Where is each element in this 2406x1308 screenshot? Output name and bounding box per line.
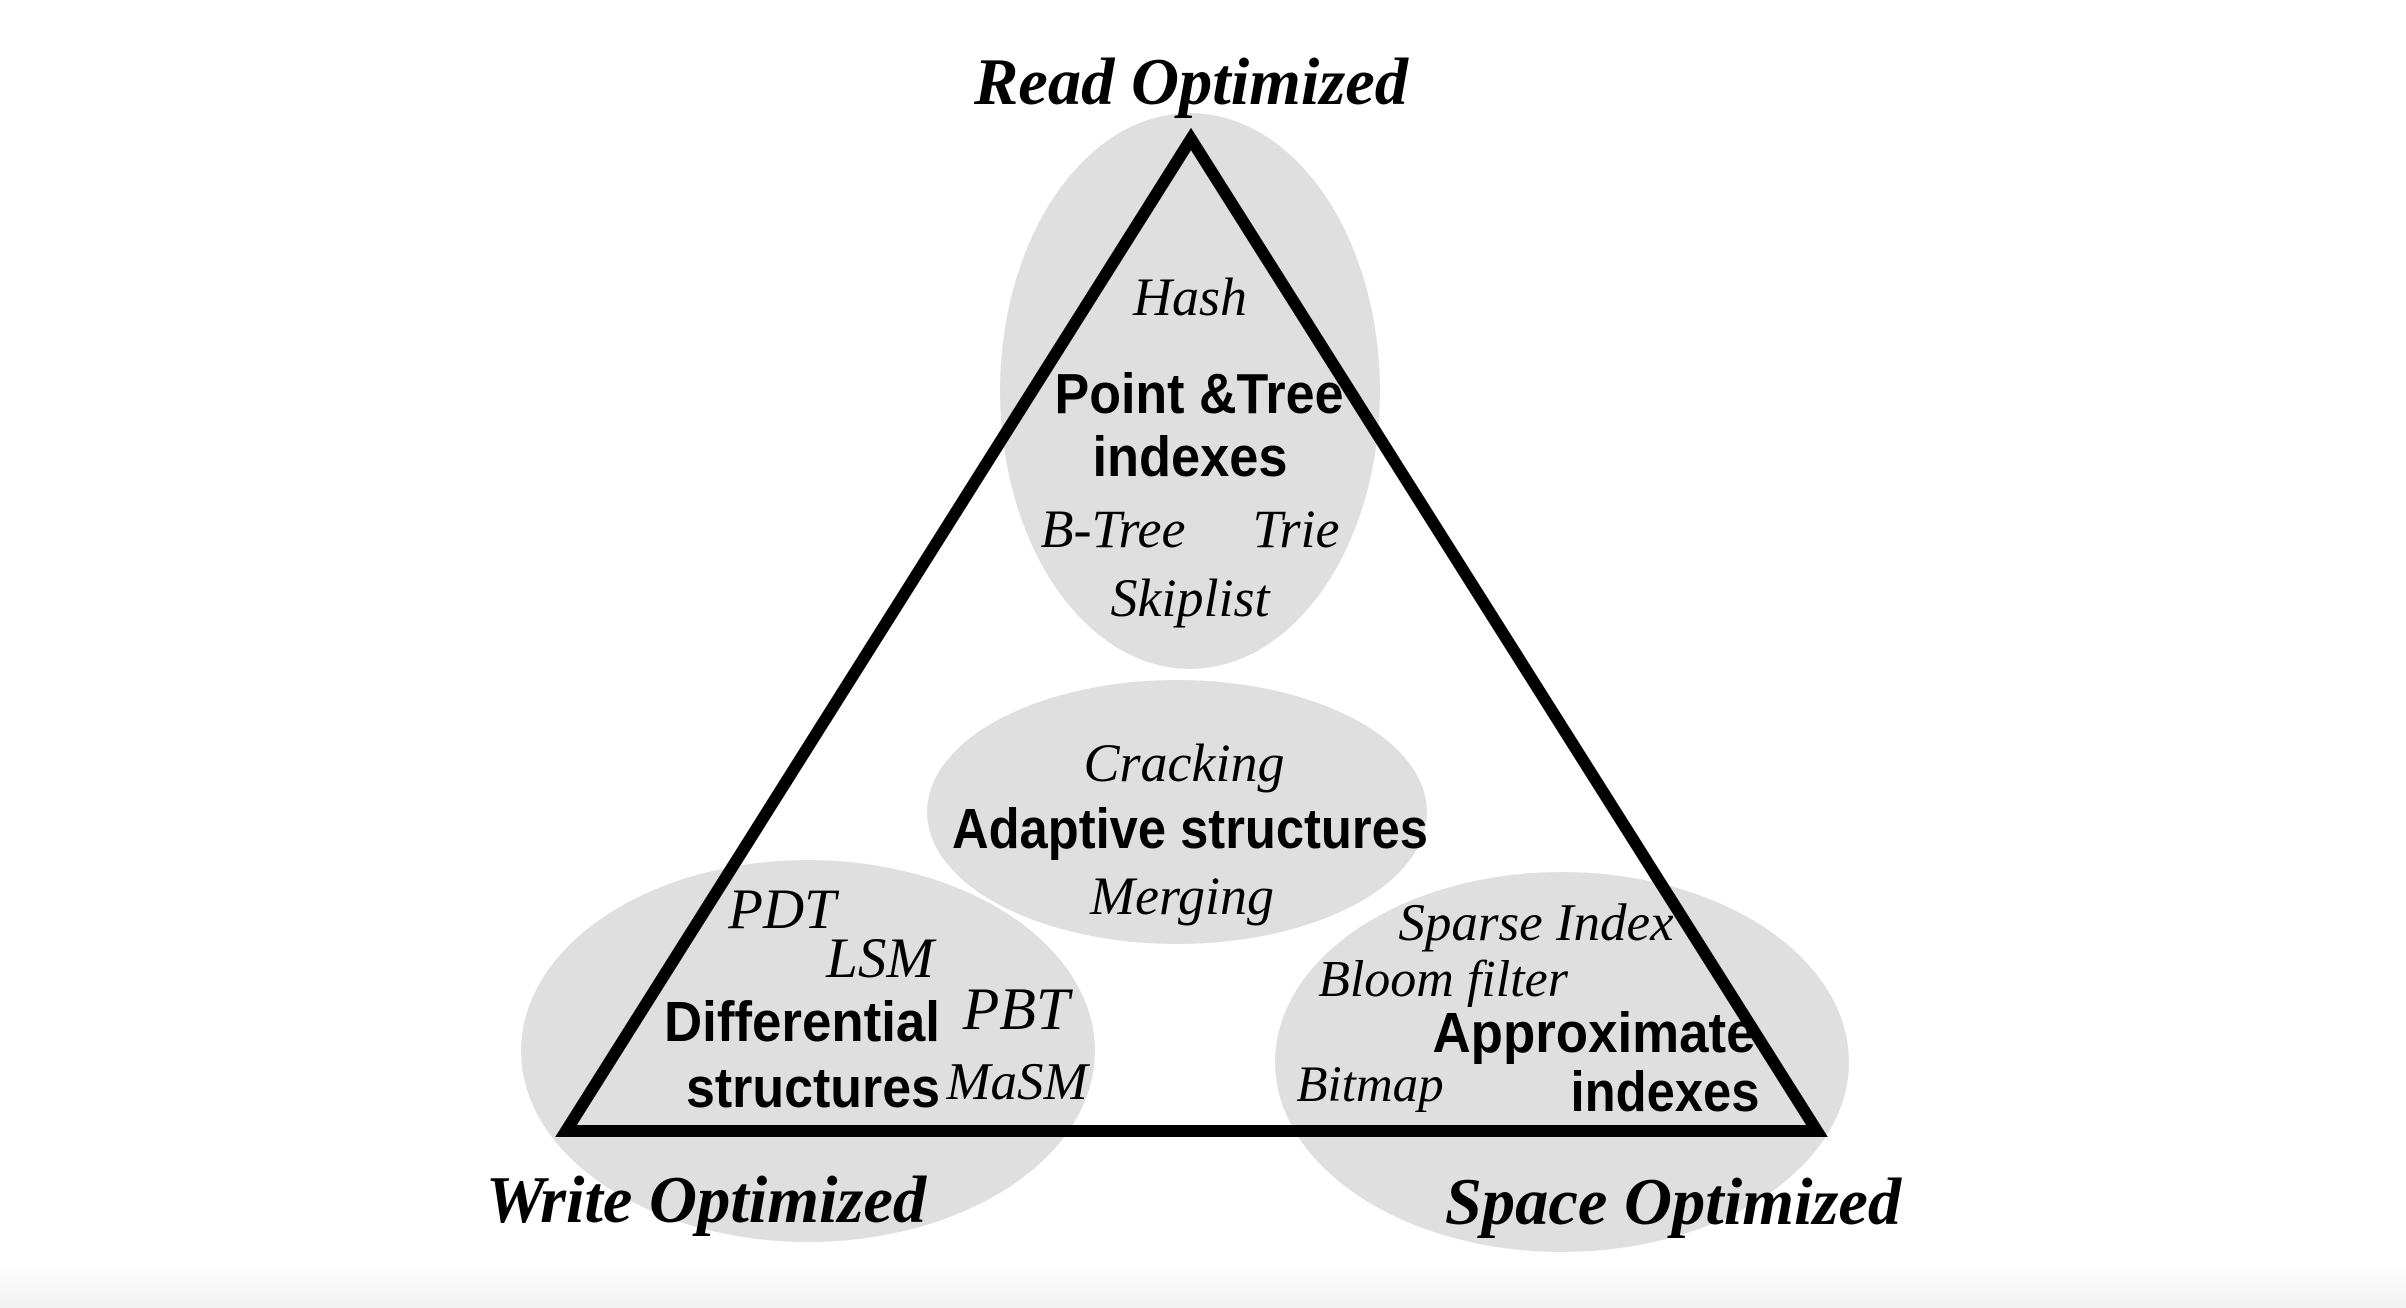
svg-text:Approximate: Approximate <box>1433 1001 1756 1065</box>
svg-text:B-Tree: B-Tree <box>1041 499 1186 559</box>
svg-text:structures: structures <box>686 1056 940 1120</box>
svg-text:Cracking: Cracking <box>1084 733 1285 793</box>
svg-text:Hash: Hash <box>1132 267 1247 327</box>
svg-text:Sparse Index: Sparse Index <box>1398 894 1674 952</box>
svg-text:Write Optimized: Write Optimized <box>486 1164 928 1237</box>
svg-text:Bitmap: Bitmap <box>1296 1057 1443 1113</box>
svg-text:Skiplist: Skiplist <box>1111 568 1272 628</box>
svg-text:Adaptive structures: Adaptive structures <box>952 797 1428 861</box>
svg-text:indexes: indexes <box>1571 1060 1760 1124</box>
svg-text:Trie: Trie <box>1252 499 1339 559</box>
svg-text:LSM: LSM <box>825 927 937 990</box>
svg-text:Point &Tree: Point &Tree <box>1055 362 1344 426</box>
svg-text:indexes: indexes <box>1093 425 1288 489</box>
svg-text:Differential: Differential <box>664 990 940 1054</box>
svg-text:Read Optimized: Read Optimized <box>973 46 1410 119</box>
svg-text:Bloom filter: Bloom filter <box>1318 951 1569 1008</box>
svg-text:PBT: PBT <box>962 976 1073 1042</box>
svg-text:PDT: PDT <box>727 878 840 941</box>
svg-text:Space Optimized: Space Optimized <box>1445 1166 1903 1239</box>
svg-text:MaSM: MaSM <box>945 1053 1090 1111</box>
svg-text:Merging: Merging <box>1089 866 1274 926</box>
